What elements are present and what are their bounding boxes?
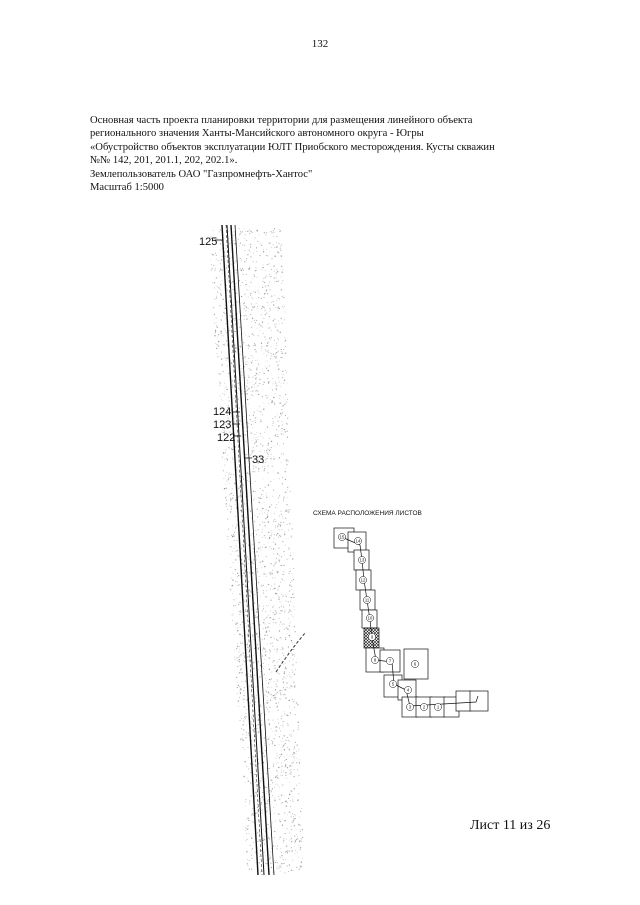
point-label-124: 124 xyxy=(213,406,231,418)
corridor-line xyxy=(226,224,265,876)
sheet-circle-label: 12 xyxy=(361,578,366,583)
corridor-line xyxy=(230,224,270,876)
sheet-counter: Лист 11 из 26 xyxy=(470,818,551,833)
sheet-circle xyxy=(411,660,419,668)
sheet-circle xyxy=(359,576,367,584)
sheet-circle xyxy=(404,686,412,694)
sheet-circle-label: 8 xyxy=(374,658,377,663)
sheet-end-a xyxy=(455,690,472,712)
scheme-title: СХЕМА РАСПОЛОЖЕНИЯ ЛИСТОВ xyxy=(313,510,422,517)
sheet-circle xyxy=(434,703,442,711)
scale-line: Масштаб 1:5000 xyxy=(90,182,164,194)
sheet-circle-label: 6 xyxy=(414,662,417,667)
label-ticks xyxy=(215,239,252,459)
sheet-circle xyxy=(420,703,428,711)
sheet-circle-label: 2 xyxy=(423,705,426,710)
header-line-2: регионального значения Ханты-Мансийского… xyxy=(90,128,424,140)
corridor-line xyxy=(234,224,275,876)
sheet-circle-label: 1 xyxy=(437,705,440,710)
header-line-4: №№ 142, 201, 201.1, 202, 202.1». xyxy=(90,155,238,167)
sheet-circle-label: 14 xyxy=(356,539,361,544)
sheet-layout-scheme: СХЕМА РАСПОЛОЖЕНИЯ ЛИСТОВ xyxy=(313,510,489,718)
sheet-circle-label: 11 xyxy=(365,598,370,603)
sheet-circle-label: 5 xyxy=(392,682,395,687)
sheet-circle-label: 4 xyxy=(407,688,410,693)
sheet-circle xyxy=(368,633,376,641)
sheet-circle-label: 10 xyxy=(368,616,373,621)
sheet-circle-label: 13 xyxy=(360,558,365,563)
corridor-line xyxy=(221,224,259,876)
sheet-circle-label: 15 xyxy=(340,535,345,540)
header-line-1: Основная часть проекта планировки террит… xyxy=(90,115,473,126)
sheet-circle xyxy=(363,596,371,604)
sheet-number-circles: 15 14 13 12 11 10 9 8 7 6 5 4 3 2 1 xyxy=(338,533,442,711)
sheet-circle xyxy=(358,556,366,564)
sheet-circle xyxy=(406,703,414,711)
land-user-line: Землепользователь ОАО "Газпромнефть-Хант… xyxy=(90,168,313,180)
sheet-circle-label: 3 xyxy=(409,705,412,710)
point-label-123: 123 xyxy=(213,419,231,431)
point-label-33: 33 xyxy=(252,454,264,466)
sheet-circle xyxy=(386,657,394,665)
sheet-end-b xyxy=(469,690,489,712)
sheet-circle xyxy=(389,680,397,688)
document-header: Основная часть проекта планировки террит… xyxy=(90,114,570,194)
sheet-circle xyxy=(366,614,374,622)
page-number: 132 xyxy=(311,38,329,50)
header-line-3: «Обустройство объектов эксплуатации ЮЛТ … xyxy=(90,141,495,153)
point-label-122: 122 xyxy=(217,432,235,444)
sheet-circle xyxy=(354,537,362,545)
side-trail xyxy=(275,631,307,673)
corridor-lines xyxy=(221,224,275,876)
stippled-zone xyxy=(209,227,304,874)
corridor-boundary xyxy=(225,224,263,876)
point-label-125: 125 xyxy=(199,236,217,248)
sheet-circle-label: 7 xyxy=(389,659,392,664)
sheet-circle-label: 9 xyxy=(371,635,374,640)
sheet-circle xyxy=(371,656,379,664)
sheet-circle xyxy=(338,533,346,541)
